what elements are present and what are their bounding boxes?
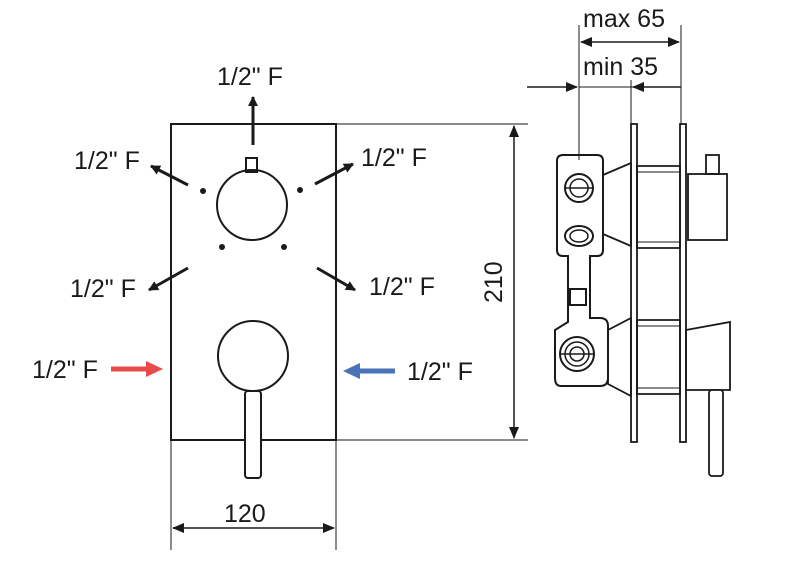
arrow-outlet-upper-right — [314, 162, 354, 186]
label-outlet-top: 1/2" F — [217, 63, 283, 91]
position-dot — [281, 244, 287, 250]
side-view: max 65 min 35 — [527, 5, 731, 477]
upper-handle-pin — [705, 154, 720, 175]
lower-handle-side — [685, 320, 731, 391]
port-icon — [564, 173, 594, 203]
arrow-outlet-lower-right — [316, 266, 356, 292]
upper-handle-side — [687, 173, 728, 241]
depth-max-value: max 65 — [583, 5, 665, 33]
upper-sleeve — [636, 165, 681, 249]
position-dot — [200, 188, 206, 194]
label-inlet-hot: 1/2" F — [32, 356, 98, 384]
wall-plate-rear — [630, 123, 638, 443]
upper-cartridge — [602, 161, 632, 248]
label-inlet-cold: 1/2" F — [407, 358, 473, 386]
position-dot — [297, 187, 303, 193]
width-value: 120 — [224, 500, 266, 528]
valve-body — [554, 154, 609, 387]
lower-lever-side — [708, 389, 724, 477]
port-square-icon — [569, 288, 587, 306]
label-outlet-lower-left: 1/2" F — [70, 275, 136, 303]
wall-plate-front — [679, 123, 687, 443]
position-dot — [219, 244, 225, 250]
arrow-outlet-lower-left — [148, 266, 189, 292]
height-dimension: 210 — [336, 123, 528, 441]
mixer-lever — [244, 390, 262, 479]
front-view: 1/2" F 1/2" F 1/2" F 1/2" F 1/2" F 1/2" … — [32, 63, 528, 550]
port-icon — [564, 225, 594, 247]
label-outlet-lower-right: 1/2" F — [369, 273, 435, 301]
lower-sleeve — [636, 319, 681, 395]
hot-inlet-arrow — [111, 361, 163, 377]
mixer-knob — [217, 320, 289, 392]
label-outlet-upper-left: 1/2" F — [74, 147, 140, 175]
lower-cartridge — [607, 316, 632, 398]
arrow-outlet-upper-left — [150, 164, 189, 187]
cold-inlet-arrow — [343, 363, 395, 379]
diverter-pin — [245, 157, 258, 173]
width-dimension: 120 — [170, 440, 337, 550]
depth-min-value: min 35 — [583, 53, 658, 81]
label-outlet-upper-right: 1/2" F — [361, 144, 427, 172]
height-value: 210 — [480, 261, 508, 303]
diverter-knob — [216, 169, 288, 241]
depth-dimensions: max 65 min 35 — [527, 5, 682, 160]
